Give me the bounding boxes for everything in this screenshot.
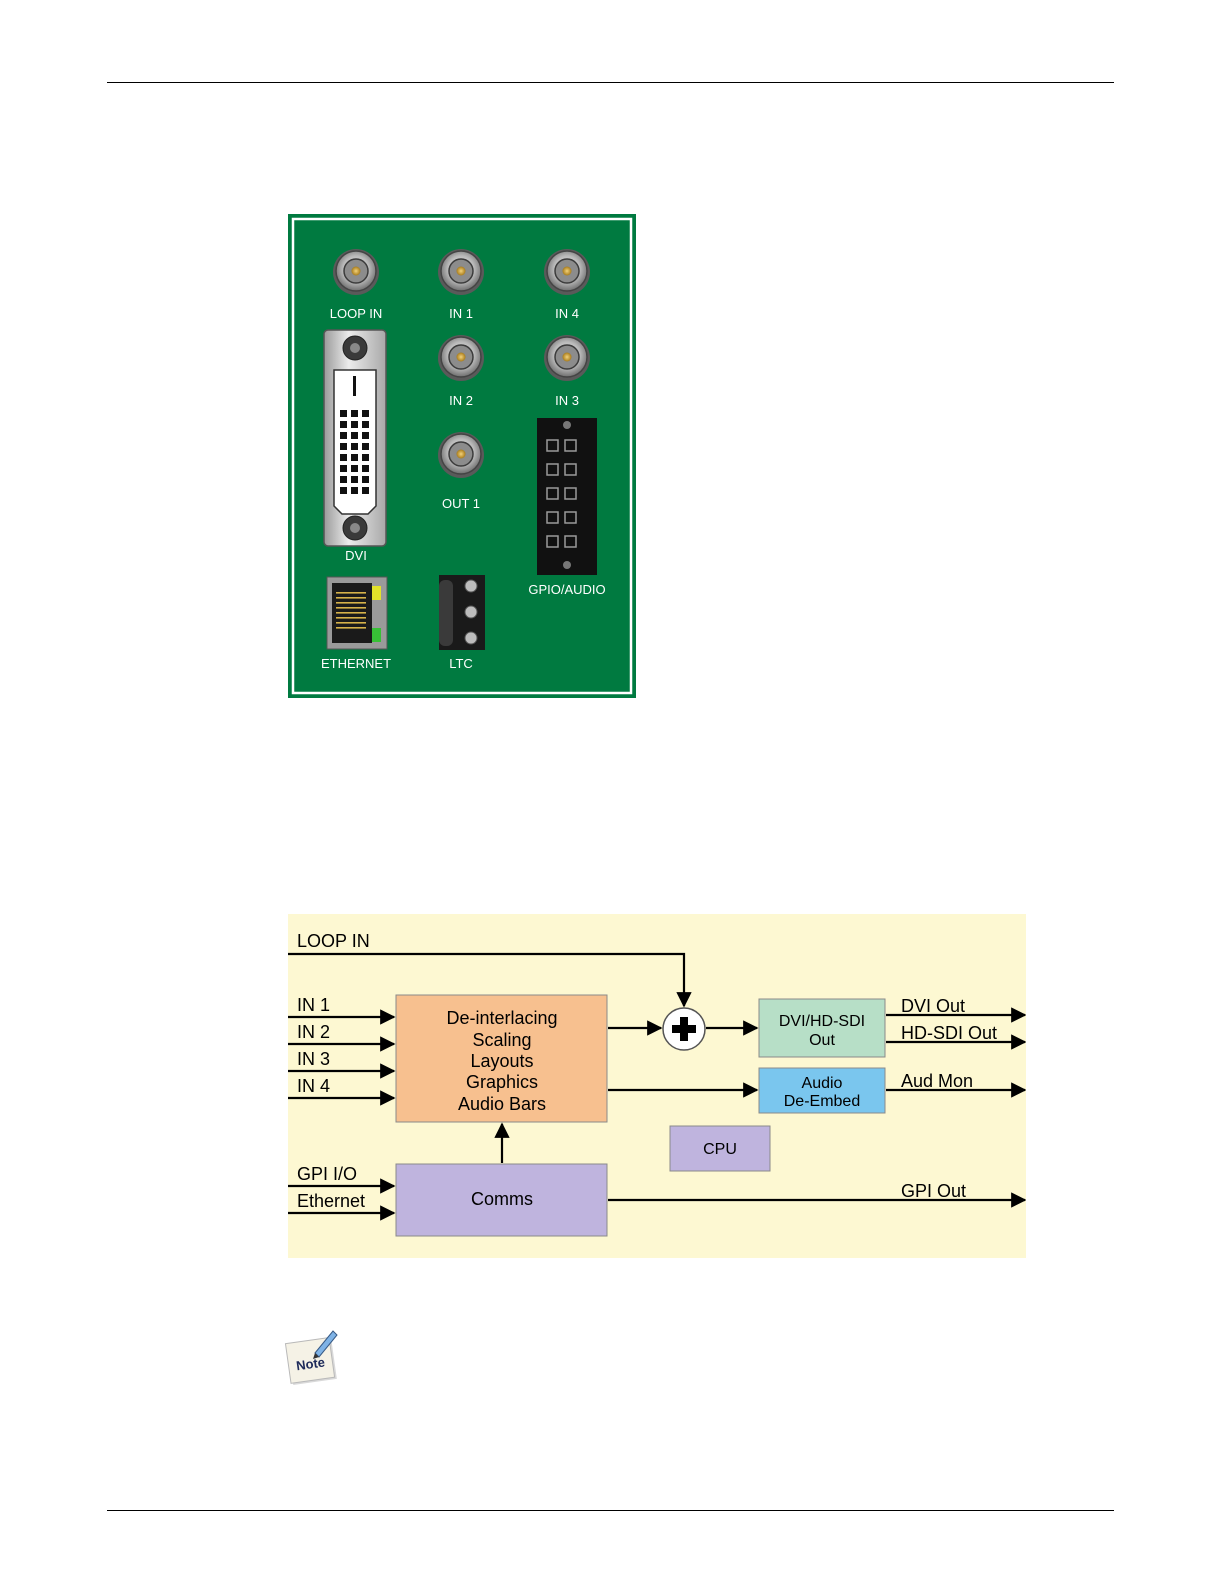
processing-line-4: Graphics: [466, 1072, 538, 1092]
output-dvi-out: DVI Out: [901, 996, 965, 1016]
label-dvi: DVI: [345, 548, 367, 563]
processing-line-5: Audio Bars: [458, 1094, 546, 1114]
dvi-pin: [351, 454, 358, 461]
bnc-loop-in: [333, 249, 379, 295]
dvi-pin: [351, 432, 358, 439]
audio-block-line-1: Audio: [802, 1075, 843, 1092]
summing-node: [663, 1008, 705, 1050]
dvi-pin: [351, 410, 358, 417]
dvi-pin: [351, 443, 358, 450]
footer-rule: [107, 1510, 1114, 1511]
ethernet-pin: [336, 597, 366, 599]
ltc-connector: [439, 575, 485, 650]
label-in4: IN 4: [555, 306, 579, 321]
dvi-pin: [340, 432, 347, 439]
note-icon: Note: [284, 1326, 342, 1388]
label-in3: IN 3: [555, 393, 579, 408]
ethernet-pin: [336, 617, 366, 619]
dvi-pin: [351, 487, 358, 494]
processing-line-3: Layouts: [470, 1051, 533, 1071]
ethernet-pin: [336, 627, 366, 629]
cpu-label: CPU: [703, 1141, 737, 1158]
ethernet-pin: [336, 622, 366, 624]
bnc-in1: [438, 249, 484, 295]
input-in4: IN 4: [297, 1076, 330, 1096]
dvi-pin: [351, 421, 358, 428]
input-in2: IN 2: [297, 1022, 330, 1042]
output-aud-mon: Aud Mon: [901, 1071, 973, 1091]
dvi-pin: [362, 487, 369, 494]
dvi-pin: [340, 410, 347, 417]
rear-connector-panel: LOOP IN IN 1 IN 4 IN 2 IN 3 OUT 1 DVI GP…: [288, 214, 636, 698]
dvi-pin: [362, 476, 369, 483]
dvi-pin: [351, 465, 358, 472]
label-in1: IN 1: [449, 306, 473, 321]
dvi-pin: [340, 487, 347, 494]
dvi-pin: [362, 465, 369, 472]
dvi-pin: [362, 421, 369, 428]
label-loop-in: LOOP IN: [330, 306, 383, 321]
dvi-pin: [362, 410, 369, 417]
output-hd-sdi-out: HD-SDI Out: [901, 1023, 997, 1043]
output-block-line-1: DVI/HD-SDI: [779, 1013, 865, 1030]
bnc-in2: [438, 335, 484, 381]
processing-line-1: De-interlacing: [446, 1008, 557, 1028]
processing-line-2: Scaling: [472, 1030, 531, 1050]
bnc-in3: [544, 335, 590, 381]
dvi-pin: [362, 443, 369, 450]
label-ltc: LTC: [449, 656, 473, 671]
audio-block-line-2: De-Embed: [784, 1093, 860, 1110]
dvi-pin: [340, 476, 347, 483]
label-ethernet: ETHERNET: [321, 656, 391, 671]
comms-label: Comms: [471, 1189, 533, 1209]
input-in3: IN 3: [297, 1049, 330, 1069]
ethernet-pin: [336, 607, 366, 609]
header-rule: [107, 82, 1114, 83]
input-loop-in: LOOP IN: [297, 931, 370, 951]
ethernet-connector: [327, 577, 387, 649]
dvi-pin: [340, 465, 347, 472]
bnc-out1: [438, 432, 484, 478]
ethernet-pin: [336, 602, 366, 604]
input-in1: IN 1: [297, 995, 330, 1015]
label-gpio-audio: GPIO/AUDIO: [528, 582, 605, 597]
label-in2: IN 2: [449, 393, 473, 408]
bnc-in4: [544, 249, 590, 295]
dvi-pin: [340, 421, 347, 428]
input-gpi-io: GPI I/O: [297, 1164, 357, 1184]
input-ethernet: Ethernet: [297, 1191, 365, 1211]
dvi-pin: [340, 454, 347, 461]
ethernet-pin: [336, 592, 366, 594]
block-diagram: LOOP IN IN 1 IN 2 IN 3 IN 4 GPI I/O Ethe…: [288, 914, 1026, 1258]
dvi-pin: [351, 476, 358, 483]
dvi-pin: [340, 443, 347, 450]
ethernet-pin: [336, 612, 366, 614]
dvi-connector: [324, 330, 386, 546]
output-block-line-2: Out: [809, 1032, 835, 1049]
output-gpi-out: GPI Out: [901, 1181, 966, 1201]
dvi-pin: [362, 432, 369, 439]
gpio-audio-connector: [537, 418, 597, 575]
dvi-pin: [362, 454, 369, 461]
label-out1: OUT 1: [442, 496, 480, 511]
